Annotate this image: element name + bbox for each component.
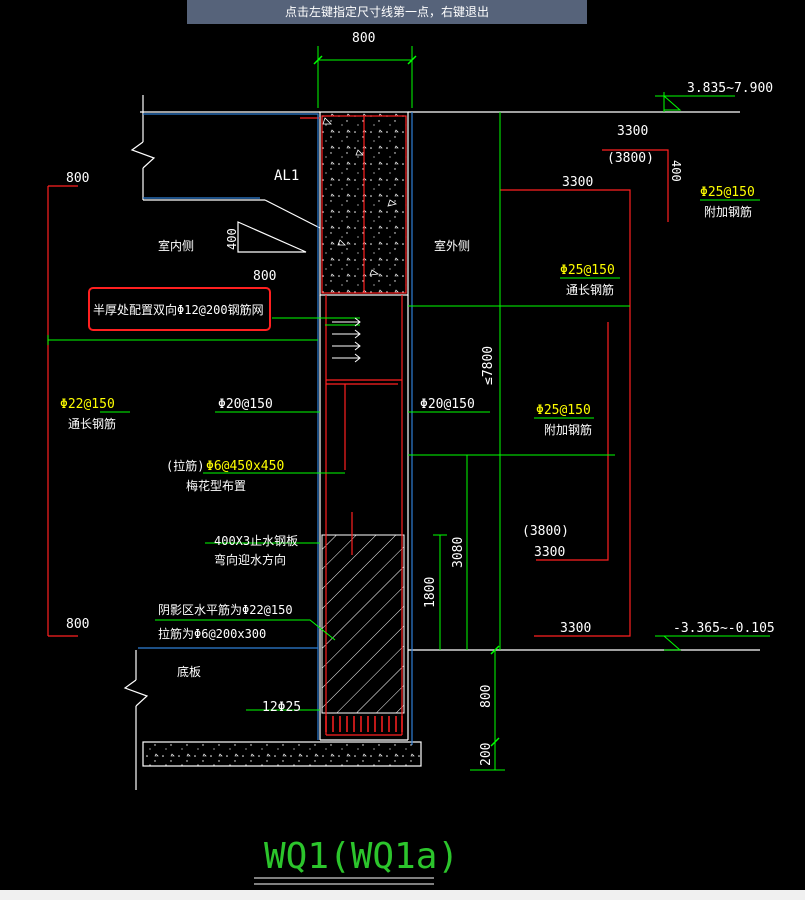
dimension-lines-green: [47, 46, 770, 771]
length-3800-a: (3800): [607, 151, 654, 166]
length-3300-b: 3300: [562, 175, 593, 190]
title-underline: [254, 877, 434, 885]
rebar-r25-mid-note: 通长钢筋: [566, 282, 614, 297]
dim-v-800: 800: [479, 685, 494, 708]
wall-shaded-zone: [321, 534, 405, 714]
label-tie-prefix: (拉筋): [166, 458, 204, 473]
dim-slope-400: 400: [225, 228, 239, 250]
rebar-r25-mid: Φ25@150: [560, 263, 615, 278]
rebar-left-22-note: 通长钢筋: [68, 416, 116, 431]
rebar-phi20-left: Φ20@150: [218, 397, 273, 412]
dim-800-ledge: 800: [253, 269, 276, 284]
dim-800-lower: 800: [66, 617, 89, 632]
label-shade-2: 拉筋为Φ6@200x300: [158, 626, 266, 641]
rebar-phi20-right: Φ20@150: [420, 397, 475, 412]
label-bottom-slab: 底板: [177, 664, 201, 679]
waterproof-lines-blue: [138, 112, 413, 745]
bottom-bars: [325, 716, 403, 732]
drawing-title: WQ1(WQ1a): [264, 836, 459, 877]
dim-v-400-top: 400: [669, 160, 683, 182]
label-waterstop-1: 400X3止水钢板: [214, 534, 298, 548]
length-3300-d: 3300: [560, 621, 591, 636]
wall-outlines: [135, 95, 760, 790]
dim-v-7800: ≤7800: [481, 346, 496, 385]
note-highlight-box: [88, 287, 271, 331]
rebar-r25-low-note: 附加钢筋: [544, 422, 592, 437]
label-outside: 室外侧: [434, 238, 470, 253]
dim-800-upper: 800: [66, 171, 89, 186]
dim-v-3080: 3080: [451, 537, 466, 568]
dim-v-200: 200: [479, 743, 494, 766]
note-box-text: 半厚处配置双向Φ12@200钢筋网: [93, 302, 264, 317]
slope-triangle: [237, 221, 307, 253]
rebar-r25-top: Φ25@150: [700, 185, 755, 200]
base-slab: [142, 741, 422, 767]
label-inside: 室内侧: [158, 238, 194, 253]
break-lines: [123, 141, 156, 707]
label-bars-12: 12Φ25: [262, 700, 301, 715]
command-prompt-bar: 点击左键指定尺寸线第一点，右键退出: [187, 0, 587, 24]
rebar-left-22: Φ22@150: [60, 397, 115, 412]
dimension-ticks: [313, 55, 500, 747]
label-tie-spec: Φ6@450x450: [206, 459, 284, 474]
label-al1: AL1: [274, 168, 299, 184]
status-strip: [0, 890, 805, 900]
label-plum: 梅花型布置: [186, 478, 246, 493]
label-waterstop-2: 弯向迎水方向: [214, 552, 286, 567]
tie-arrows: [332, 317, 361, 363]
rebar-r25-top-note: 附加钢筋: [704, 204, 752, 219]
elev-bottom: -3.365~-0.105: [673, 621, 775, 636]
label-shade-1: 阴影区水平筋为Φ22@150: [158, 602, 293, 617]
length-3800-b: (3800): [522, 524, 569, 539]
length-3300-a: 3300: [617, 124, 648, 139]
dim-top-800: 800: [352, 31, 375, 46]
rebar-r25-low: Φ25@150: [536, 403, 591, 418]
length-3300-c: 3300: [534, 545, 565, 560]
rebar-red: [47, 115, 669, 736]
elev-top: 3.835~7.900: [687, 81, 773, 96]
dim-v-1800: 1800: [423, 577, 438, 608]
